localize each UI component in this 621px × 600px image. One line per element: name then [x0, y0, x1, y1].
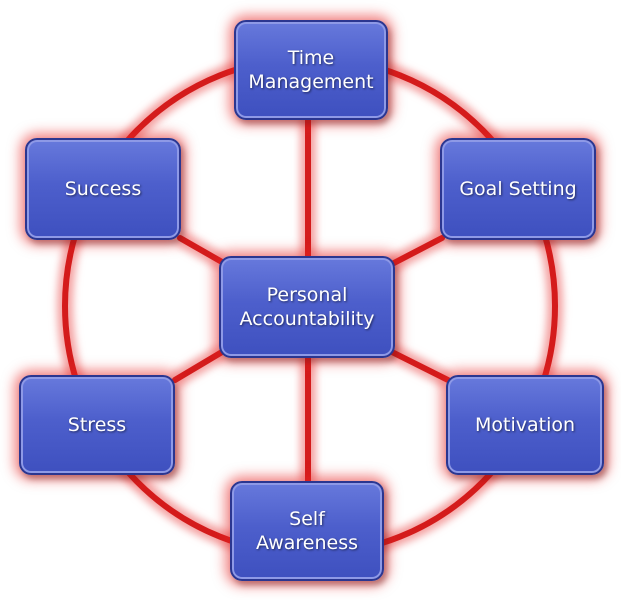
node-personal-accountability: Personal Accountability [219, 256, 395, 358]
spoke-success [177, 235, 225, 265]
spoke-goal [389, 235, 445, 267]
node-success: Success [25, 138, 181, 240]
spoke-motivation [389, 349, 451, 383]
node-stress: Stress [19, 375, 175, 475]
node-self-awareness: Self Awareness [230, 481, 384, 581]
spoke-stress [172, 349, 225, 383]
node-motivation: Motivation [446, 375, 604, 475]
node-goal-setting: Goal Setting [440, 138, 596, 240]
node-time-management: Time Management [234, 20, 388, 120]
